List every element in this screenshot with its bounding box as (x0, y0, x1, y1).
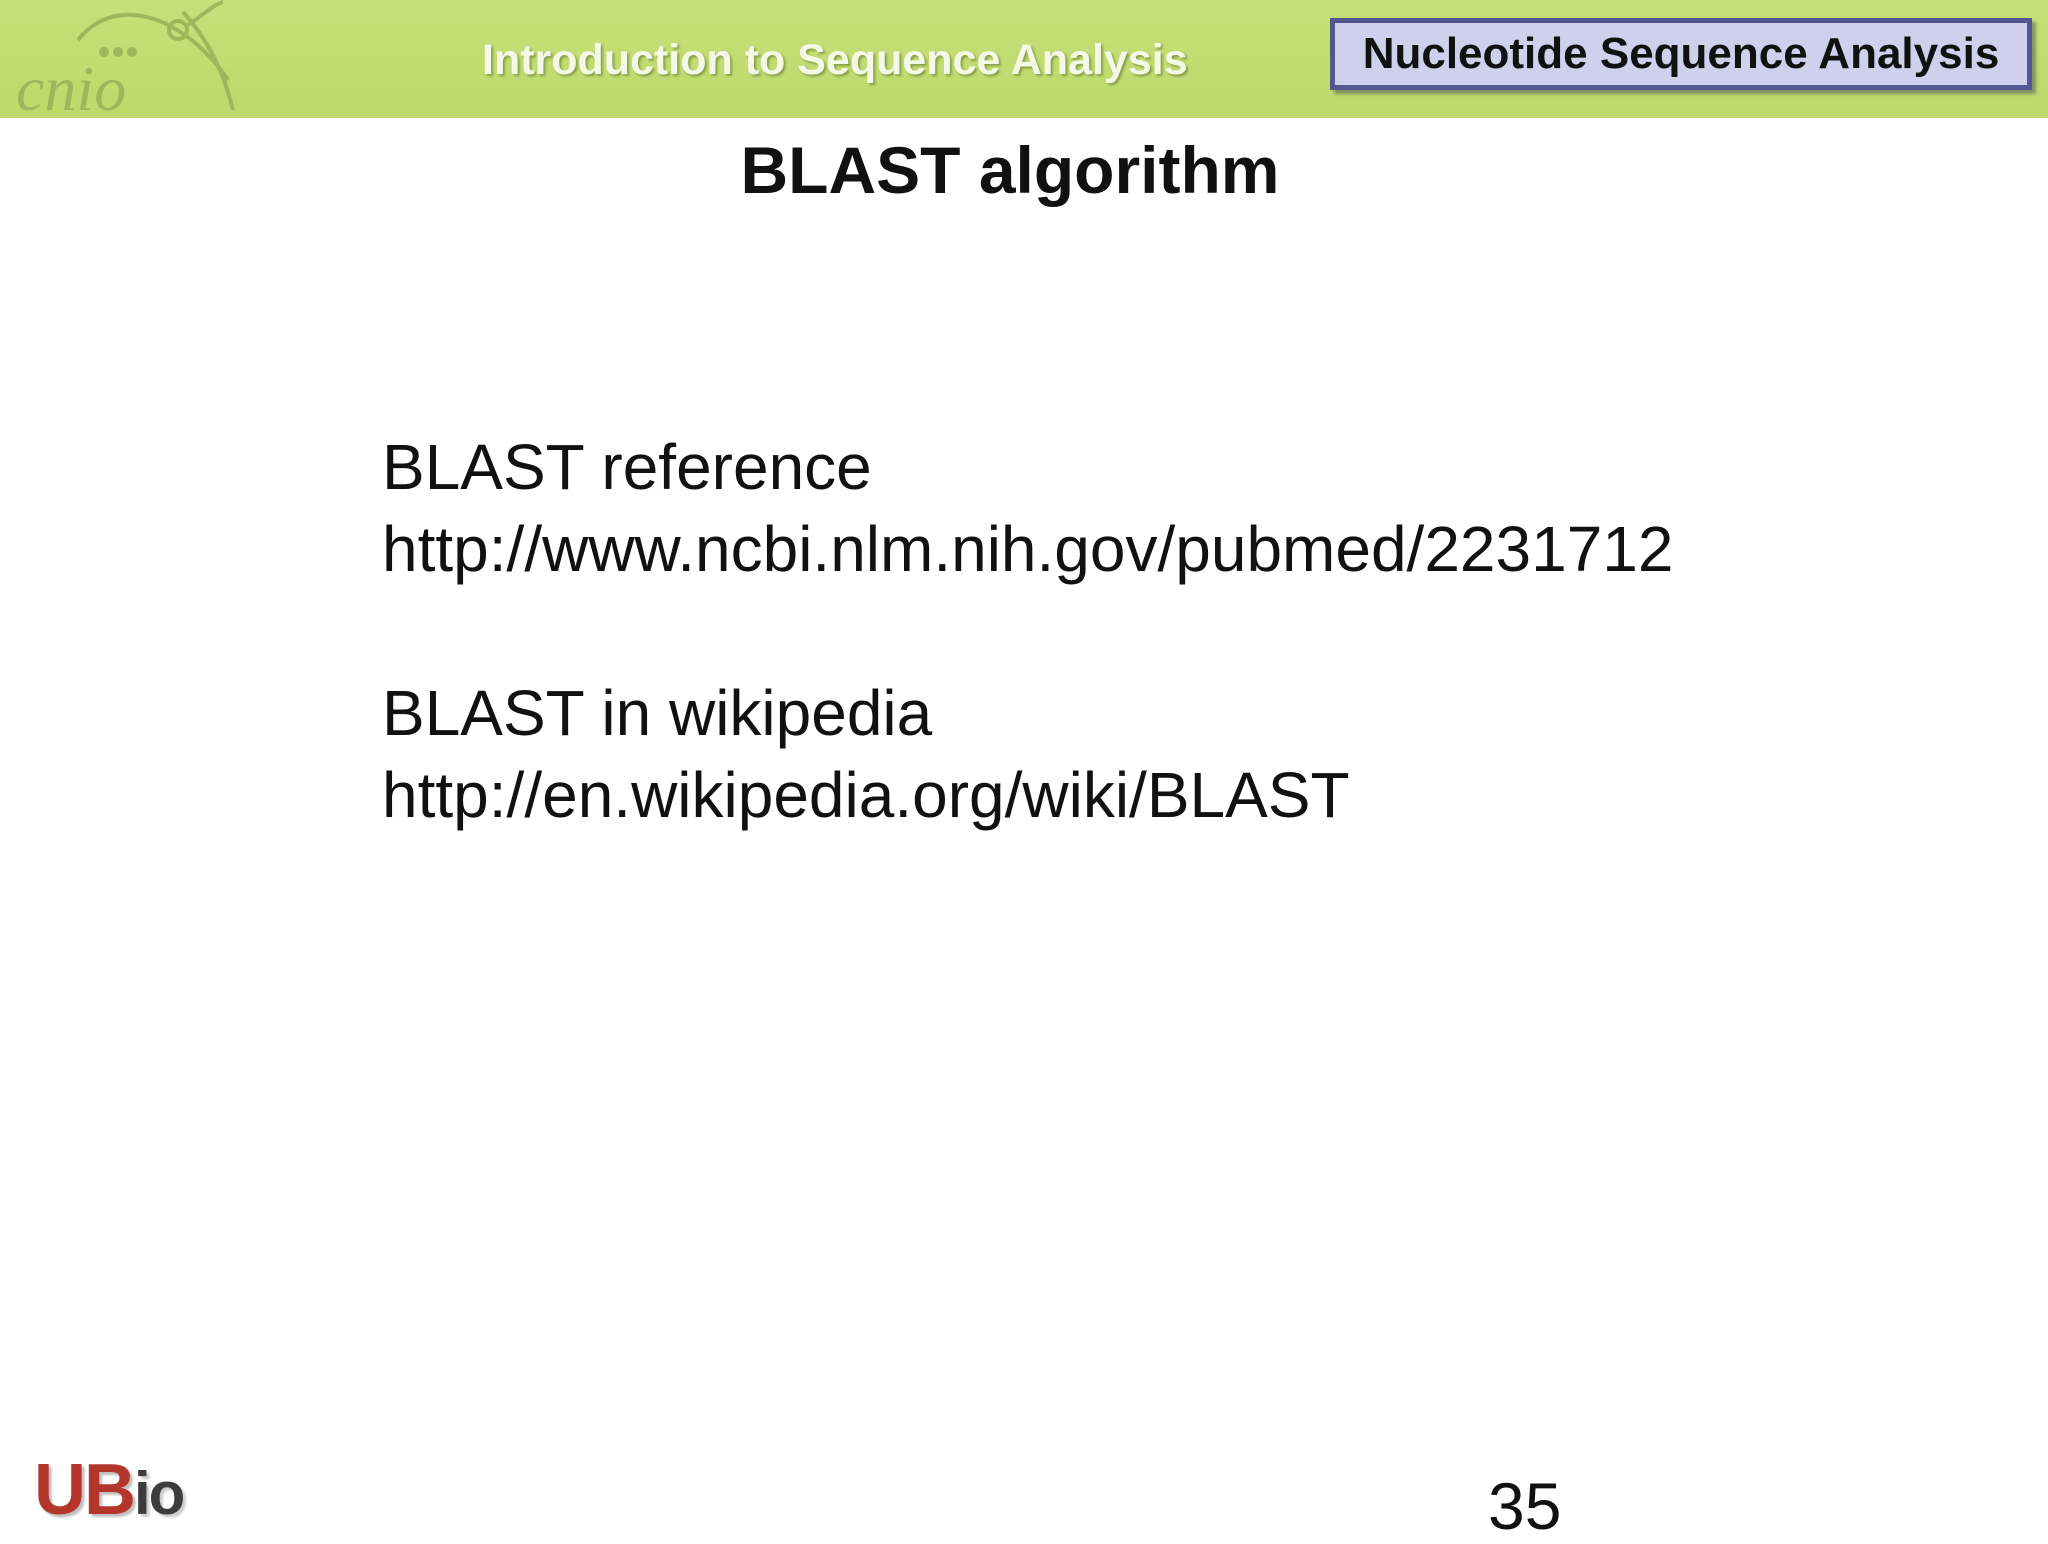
wikipedia-link[interactable]: http://en.wikipedia.org/wiki/BLAST (382, 759, 1350, 831)
page-number: 35 (1488, 1469, 1562, 1543)
ubio-logo: UBio (34, 1450, 185, 1534)
svg-text:cnio: cnio (16, 53, 126, 118)
course-title: Introduction to Sequence Analysis (482, 36, 1188, 84)
reference-heading: BLAST reference (382, 431, 872, 503)
slide-title: BLAST algorithm (740, 133, 1280, 207)
section-badge: Nucleotide Sequence Analysis (1330, 18, 2032, 90)
slide-body: BLAST reference http://www.ncbi.nlm.nih.… (382, 426, 1673, 836)
section-badge-label: Nucleotide Sequence Analysis (1362, 29, 2000, 78)
cnio-logo-icon: cnio (16, 0, 235, 118)
spacer (382, 590, 1673, 672)
ubio-logo-ub: UB (34, 1450, 136, 1530)
reference-link[interactable]: http://www.ncbi.nlm.nih.gov/pubmed/22317… (382, 513, 1674, 585)
ubio-logo-io: io (134, 1460, 185, 1527)
wikipedia-heading: BLAST in wikipedia (382, 677, 933, 749)
